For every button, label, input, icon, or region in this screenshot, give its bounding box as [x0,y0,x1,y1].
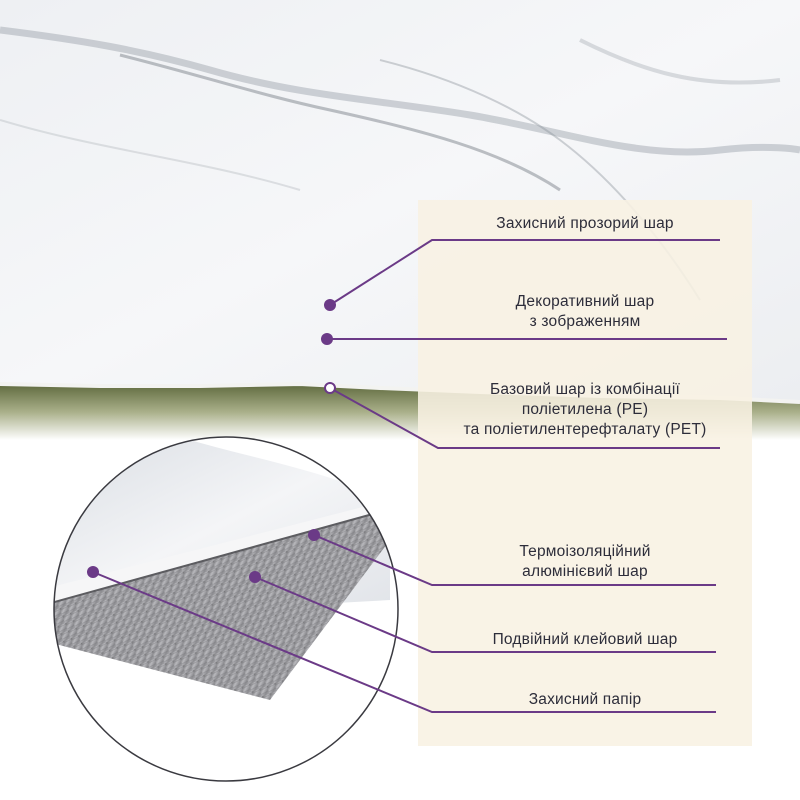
layer-label-line: Декоративний шар [515,293,655,310]
leader-line-adhesive [254,576,716,653]
leader-line-protective [329,239,720,306]
marker-dot-protective [324,299,336,311]
layer-label-line: Базовий шар із комбінації [489,381,681,398]
layer-label-release: Захисний папір [418,690,752,710]
layer-label-line: з зображенням [529,313,641,330]
leader-line-release [92,571,716,713]
leader-line-base [329,387,720,449]
marker-dot-release [87,566,99,578]
layer-label-line: Термоізоляційний [519,543,651,560]
layer-label-line: Подвійний клейовий шар [492,631,678,648]
layer-label-thermal: Термоізоляційний алюмінієвий шар [418,542,752,582]
marker-dot-base [324,382,336,394]
layer-label-line: Захисний прозорий шар [496,215,674,232]
layer-label-adhesive: Подвійний клейовий шар [418,630,752,650]
marker-dot-adhesive [249,571,261,583]
layer-label-line: поліетилена (PE) [521,401,649,418]
marker-dot-thermal [308,529,320,541]
layer-label-decorative: Декоративний шар з зображенням [418,292,752,332]
layer-label-line: та поліетилентерефталату (PET) [463,421,707,438]
legend-panel [418,200,752,746]
layer-label-base: Базовий шар із комбінації поліетилена (P… [418,380,752,440]
layer-label-line: Захисний папір [528,691,642,708]
leader-line-thermal [313,534,716,586]
marker-dot-decorative [321,333,333,345]
layer-label-protective: Захисний прозорий шар [418,214,752,234]
layer-label-line: алюмінієвий шар [522,563,648,580]
